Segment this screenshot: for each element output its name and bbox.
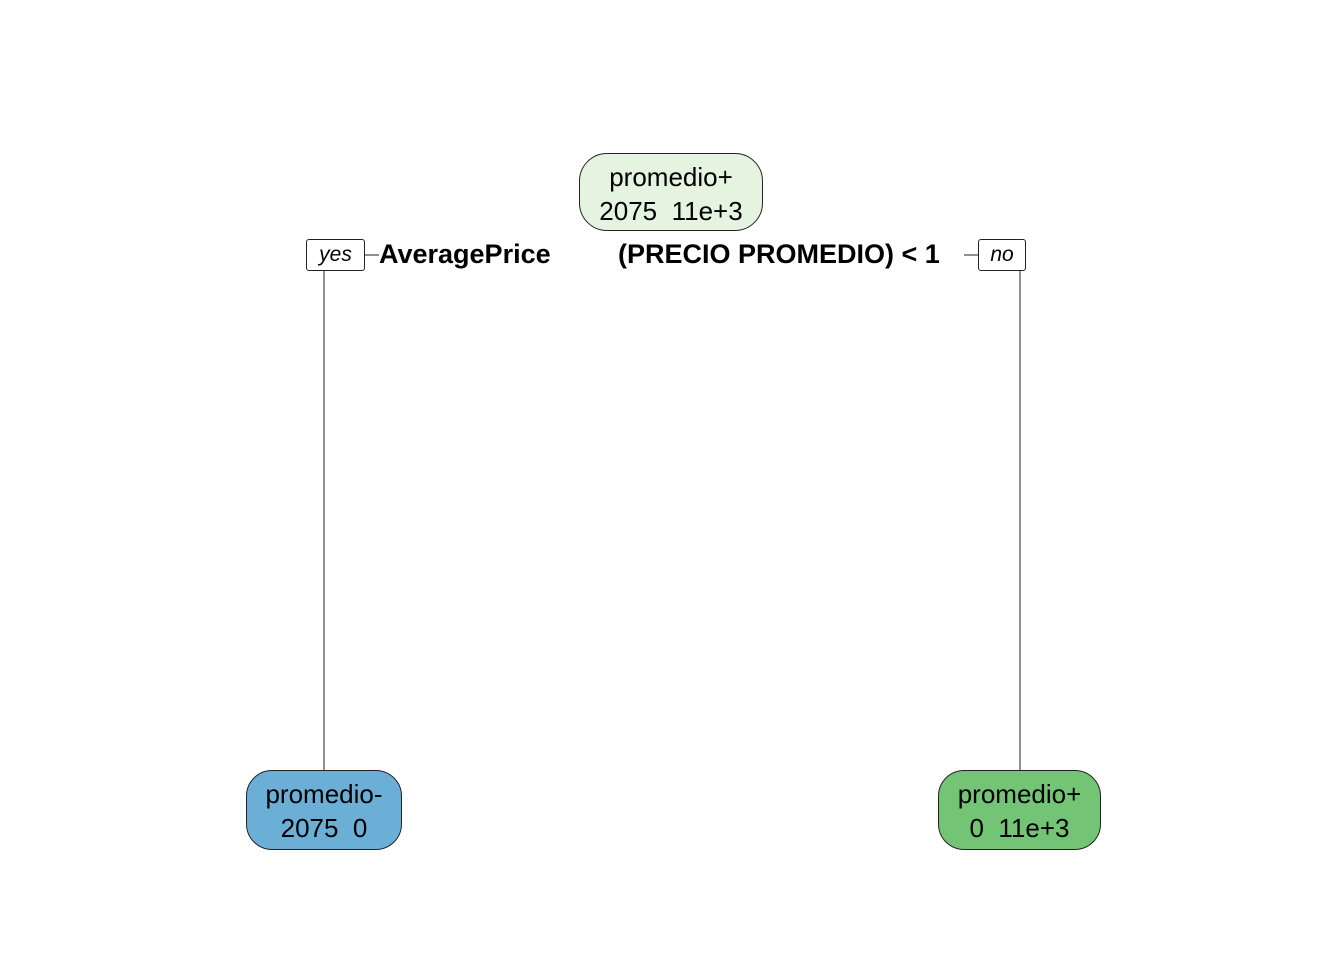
root-counts: 2075 11e+3 bbox=[599, 196, 743, 226]
leaf-right-class-label: promedio+ bbox=[957, 779, 1082, 809]
split-condition-label: (PRECIO PROMEDIO) < 1 bbox=[618, 239, 940, 269]
root-node: promedio+ 2075 11e+3 bbox=[579, 153, 763, 231]
leaf-node-right: promedio+ 0 11e+3 bbox=[938, 770, 1101, 850]
no-branch-tag: no bbox=[978, 239, 1026, 271]
root-class-label: promedio+ bbox=[609, 162, 733, 192]
leaf-left-counts: 2075 0 bbox=[280, 813, 368, 843]
leaf-node-left: promedio- 2075 0 bbox=[246, 770, 402, 850]
leaf-right-counts: 0 11e+3 bbox=[969, 813, 1070, 843]
leaf-left-class-label: promedio- bbox=[265, 779, 383, 809]
yes-branch-tag: yes bbox=[306, 239, 365, 271]
split-variable-label: AveragePrice bbox=[379, 239, 551, 269]
